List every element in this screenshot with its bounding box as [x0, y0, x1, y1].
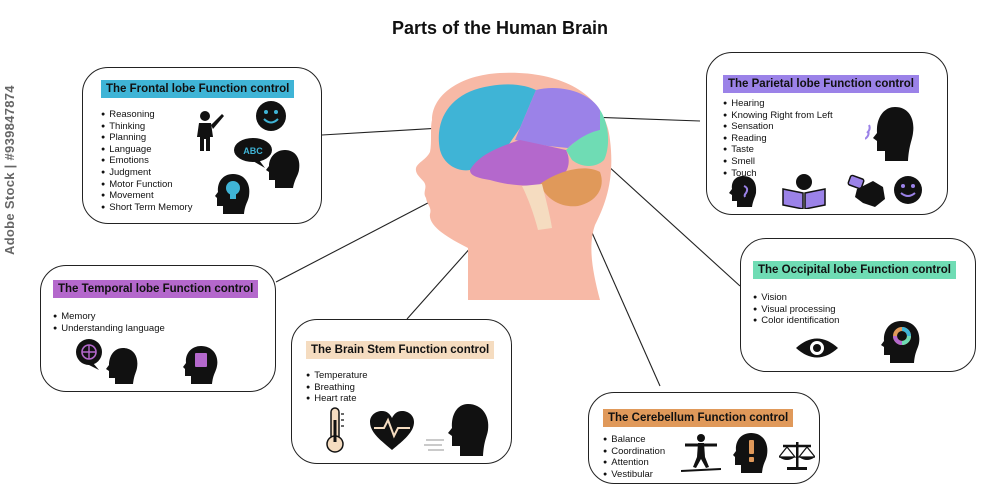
list-item: Visual processing: [753, 304, 839, 317]
smiley-face-icon: [256, 101, 286, 131]
list-item: Motor Function: [101, 179, 192, 192]
list-item: Movement: [101, 191, 192, 203]
list-item: Short Term Memory: [101, 202, 192, 215]
smelling-head-icon: [865, 107, 914, 161]
list-item: Sensation: [723, 122, 833, 134]
brain-stem: [522, 184, 552, 230]
reading-person-icon: [782, 174, 826, 209]
list-item: Temperature: [306, 370, 367, 383]
occipital-lobe-list: Vision Visual processing Color identific…: [753, 292, 839, 328]
lightbulb-head-icon: [215, 174, 250, 214]
temporal-lobe-box: The Temporal lobe Function control Memor…: [40, 265, 276, 392]
brain-stem-header: The Brain Stem Function control: [306, 341, 495, 359]
list-item: Heart rate: [306, 394, 368, 406]
list-item: Color identification: [753, 316, 839, 328]
parietal-lobe-header: The Parietal lobe Function control: [723, 75, 919, 93]
thermometer-icon: [326, 407, 344, 453]
list-item: Coordination: [603, 446, 665, 459]
breathing-head-icon: [424, 404, 489, 456]
frontal-lobe-box: The Frontal lobe Function control Reason…: [82, 67, 322, 224]
list-item: Vision: [753, 292, 839, 305]
parietal-lobe-box: The Parietal lobe Function control Heari…: [706, 52, 948, 215]
list-item: Breathing: [306, 382, 368, 395]
list-item: Knowing Right from Left: [723, 110, 832, 123]
list-item: Attention: [603, 458, 665, 470]
abc-text: ABC: [243, 146, 263, 156]
balance-scale-icon: [779, 442, 815, 470]
abc-speech-head-icon: ABC: [234, 138, 300, 188]
frontal-lobe-header: The Frontal lobe Function control: [101, 80, 295, 98]
temporal-lobe-list: Memory Understanding language: [53, 311, 165, 336]
occipital-lobe-box: The Occipital lobe Function control Visi…: [740, 238, 976, 372]
list-item: Language: [101, 144, 192, 157]
list-item: Hearing: [723, 98, 833, 111]
globe-speech-head-icon: [76, 339, 138, 384]
temporal-lobe: [470, 140, 569, 186]
parietal-lobe: [515, 88, 600, 148]
list-item: Touch: [723, 168, 833, 181]
temporal-lobe-header: The Temporal lobe Function control: [53, 280, 259, 298]
list-item: Smell: [723, 156, 833, 169]
hand-phone-icon: [847, 174, 885, 207]
cerebellum-box: The Cerebellum Function control Balance …: [588, 392, 820, 484]
list-item: Judgment: [101, 167, 192, 180]
cerebellum: [540, 168, 602, 207]
list-item: Balance: [603, 434, 665, 447]
list-item: Vestibular: [603, 469, 665, 482]
cerebellum-list: Balance Coordination Attention Vestibula…: [603, 434, 665, 482]
person-pointing-icon: [197, 111, 224, 151]
color-wheel-head-icon: [881, 321, 920, 363]
cerebellum-header: The Cerebellum Function control: [603, 409, 794, 427]
frontal-lobe: [438, 84, 536, 171]
list-item: Understanding language: [53, 323, 165, 336]
list-item: Reasoning: [101, 109, 192, 122]
occipital-lobe-header: The Occipital lobe Function control: [753, 261, 956, 279]
eye-icon: [796, 338, 838, 358]
parietal-lobe-list: Hearing Knowing Right from Left Sensatio…: [723, 98, 833, 181]
list-item: Planning: [101, 133, 192, 145]
connector-occipital: [595, 154, 741, 287]
list-item: Reading: [723, 133, 833, 146]
brain-stem-box: The Brain Stem Function control Temperat…: [291, 319, 512, 464]
frontal-lobe-list: Reasoning Thinking Planning Language Emo…: [101, 109, 192, 215]
list-item: Emotions: [101, 156, 192, 168]
tightrope-walker-icon: [681, 434, 721, 472]
list-item: Thinking: [101, 121, 192, 134]
exclamation-head-icon: [733, 433, 768, 473]
occipital-lobe: [566, 110, 609, 166]
heartbeat-icon: [370, 411, 414, 450]
list-item: Taste: [723, 145, 833, 157]
ear-head-icon: [729, 176, 757, 207]
page-title: Parts of the Human Brain: [391, 18, 609, 38]
memory-card-head-icon: [183, 346, 218, 384]
brain-stem-list: Temperature Breathing Heart rate: [306, 370, 368, 406]
smiley-face-icon: [894, 176, 922, 204]
list-item: Memory: [53, 311, 165, 324]
